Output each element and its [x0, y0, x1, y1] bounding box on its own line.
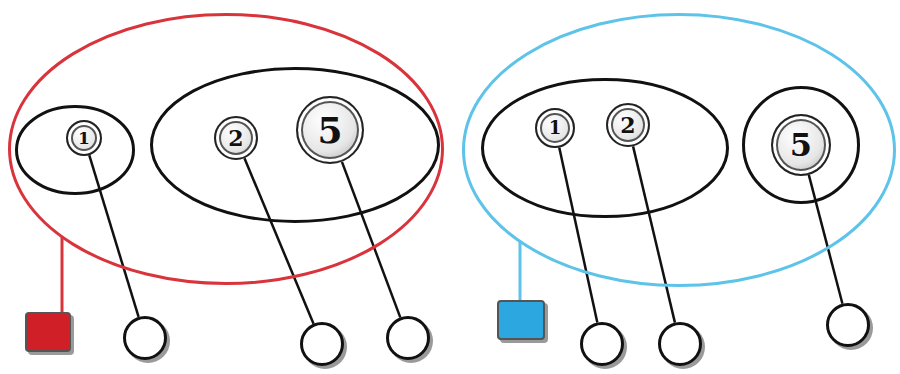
group-ellipse: 5	[742, 86, 860, 204]
connector-line	[89, 155, 138, 317]
ellipse-line	[464, 15, 895, 286]
answer-circle	[386, 316, 430, 360]
connector-line	[633, 146, 675, 322]
color-square	[497, 300, 545, 340]
coin: 1	[535, 108, 575, 148]
coin: 2	[606, 103, 650, 147]
ellipse-line	[10, 15, 443, 284]
connector-line	[559, 148, 597, 323]
ellipse-line	[152, 69, 439, 222]
coin-value: 2	[620, 114, 635, 136]
ellipse-outline	[481, 78, 729, 218]
ellipse-outline	[462, 13, 896, 287]
group-ellipse: 125	[8, 13, 444, 285]
connector-line	[809, 175, 843, 304]
connector-line	[519, 241, 522, 300]
group-ellipse: 1	[15, 105, 135, 195]
group-ellipse: 25	[150, 67, 440, 223]
connector-line	[61, 237, 64, 312]
connector-line	[342, 162, 400, 318]
coin-value: 1	[78, 130, 90, 147]
coin: 1	[66, 120, 102, 156]
answer-circle	[826, 303, 870, 347]
answer-circle	[658, 322, 702, 366]
answer-circle	[300, 322, 344, 366]
coin-value: 2	[228, 127, 243, 149]
coin: 5	[296, 96, 364, 164]
answer-circle	[123, 316, 167, 360]
coin-value: 1	[549, 119, 562, 137]
ellipse-outline	[150, 67, 440, 223]
group-ellipse: 125	[462, 13, 896, 287]
group-ellipse: 12	[481, 78, 729, 218]
coin: 5	[771, 114, 831, 176]
ellipse-line	[483, 80, 728, 217]
coin: 2	[214, 116, 258, 160]
coin-value: 5	[317, 112, 342, 148]
answer-circle	[580, 322, 624, 366]
color-square	[25, 312, 71, 352]
ellipse-line	[744, 88, 859, 203]
ellipse-line	[17, 107, 134, 194]
coin-value: 5	[790, 129, 812, 161]
connector-line	[244, 158, 313, 323]
